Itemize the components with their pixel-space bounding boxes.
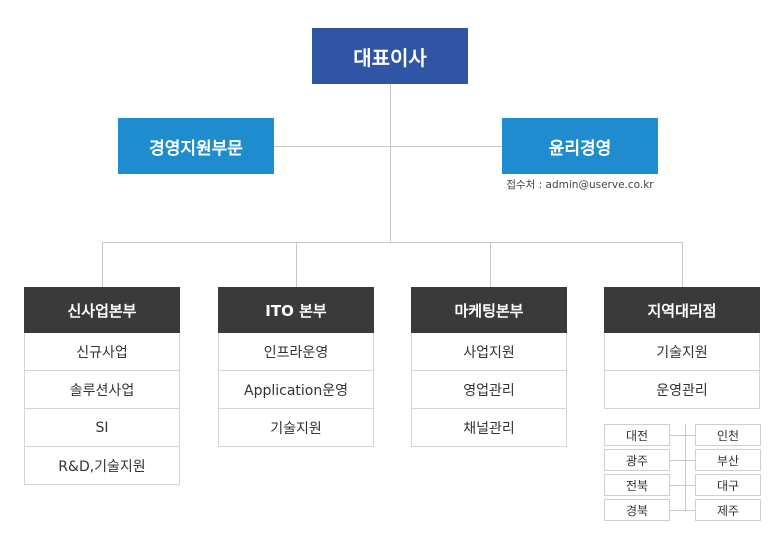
connector-region-4: [670, 510, 695, 511]
connector-ceo-down: [390, 84, 391, 242]
list-item: 운영관리: [604, 371, 760, 409]
connector-region-1: [670, 435, 695, 436]
list-item: Application운영: [218, 371, 374, 409]
list-item: 영업관리: [411, 371, 567, 409]
list-item: 솔루션사업: [24, 371, 180, 409]
connector-division-3: [490, 242, 491, 287]
connector-division-1: [102, 242, 103, 287]
connector-mid-horizontal: [274, 146, 502, 147]
list-item: 채널관리: [411, 409, 567, 447]
list-item: 인프라운영: [218, 333, 374, 371]
region-item: 제주: [695, 499, 761, 521]
connector-division-2: [296, 242, 297, 287]
region-item: 대전: [604, 424, 670, 446]
list-item: 사업지원: [411, 333, 567, 371]
region-item: 인천: [695, 424, 761, 446]
region-item: 전북: [604, 474, 670, 496]
connector-region-vertical: [685, 424, 686, 510]
region-item: 광주: [604, 449, 670, 471]
list-item: 신규사업: [24, 333, 180, 371]
management-support-box: 경영지원부문: [118, 118, 274, 174]
region-item: 경북: [604, 499, 670, 521]
connector-division-bar: [102, 242, 683, 243]
region-item: 부산: [695, 449, 761, 471]
connector-region-3: [670, 485, 695, 486]
division-regional-agency: 지역대리점: [604, 287, 760, 333]
connector-region-2: [670, 460, 695, 461]
connector-division-4: [682, 242, 683, 287]
list-item: SI: [24, 409, 180, 447]
list-item: R&D,기술지원: [24, 447, 180, 485]
list-item: 기술지원: [604, 333, 760, 371]
division-ito: ITO 본부: [218, 287, 374, 333]
division-new-business: 신사업본부: [24, 287, 180, 333]
list-item: 기술지원: [218, 409, 374, 447]
region-item: 대구: [695, 474, 761, 496]
ethics-box: 윤리경영: [502, 118, 658, 174]
ethics-contact: 접수처 : admin@userve.co.kr: [506, 179, 654, 191]
division-marketing: 마케팅본부: [411, 287, 567, 333]
ceo-box: 대표이사: [312, 28, 468, 84]
